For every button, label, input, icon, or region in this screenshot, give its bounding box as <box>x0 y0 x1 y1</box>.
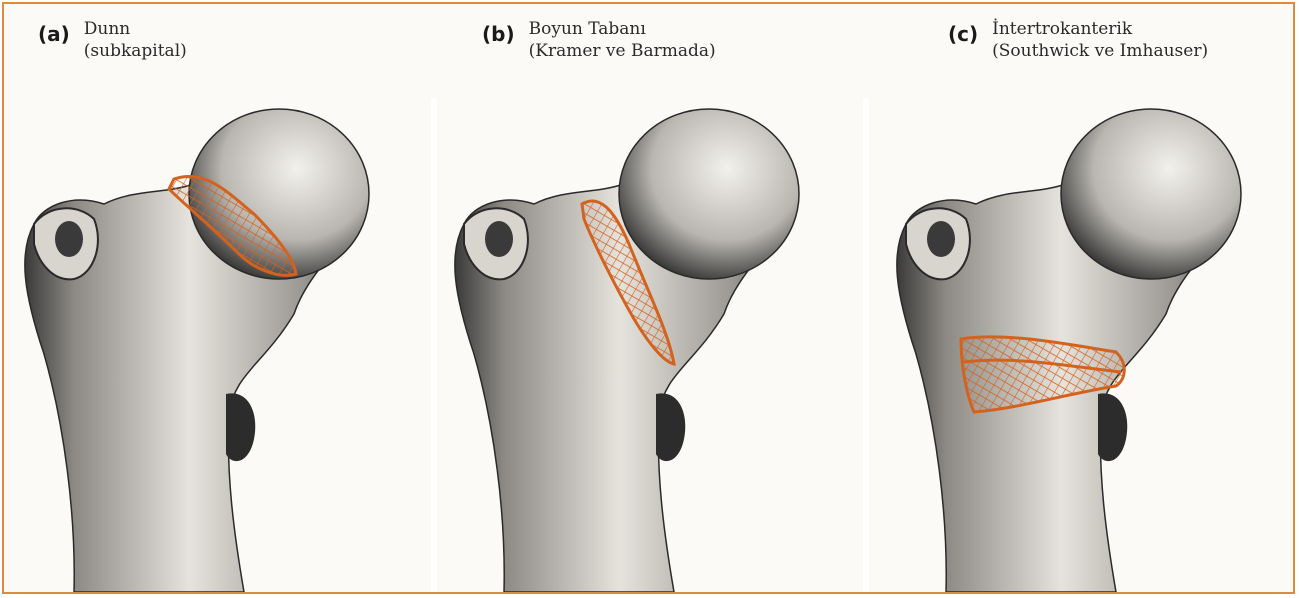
panel-c: (c) İntertrokanterik (Southwick ve Imhau… <box>866 4 1296 592</box>
lesser-trochanter <box>226 393 255 461</box>
lesser-trochanter <box>656 393 685 461</box>
trochanteric-fossa <box>485 221 513 257</box>
lesser-trochanter <box>1098 393 1127 461</box>
panel-c-subtitle: (Southwick ve Imhauser) <box>992 40 1208 62</box>
panel-a-subtitle: (subkapital) <box>84 40 187 62</box>
trochanteric-fossa <box>927 221 955 257</box>
panel-b-letter: (b) <box>482 22 515 46</box>
panel-c-title: İntertrokanterik <box>992 18 1208 40</box>
femur-drawing-a <box>4 94 434 592</box>
femoral-head <box>619 109 799 279</box>
panel-a-letter: (a) <box>38 22 70 46</box>
panel-b-title: Boyun Tabanı <box>529 18 716 40</box>
panel-b-subtitle: (Kramer ve Barmada) <box>529 40 716 62</box>
panel-a-caption: (a) Dunn (subkapital) <box>38 18 428 62</box>
trochanteric-fossa <box>55 221 83 257</box>
femoral-head <box>1061 109 1241 279</box>
panel-b-caption: (b) Boyun Tabanı (Kramer ve Barmada) <box>482 18 860 62</box>
panel-c-letter: (c) <box>948 22 978 46</box>
femur-drawing-b <box>434 94 866 592</box>
panel-a: (a) Dunn (subkapital) <box>4 4 434 592</box>
panel-a-title: Dunn <box>84 18 187 40</box>
panel-c-caption: (c) İntertrokanterik (Southwick ve Imhau… <box>948 18 1290 62</box>
femur-drawing-c <box>866 94 1296 592</box>
panel-b: (b) Boyun Tabanı (Kramer ve Barmada) <box>434 4 866 592</box>
